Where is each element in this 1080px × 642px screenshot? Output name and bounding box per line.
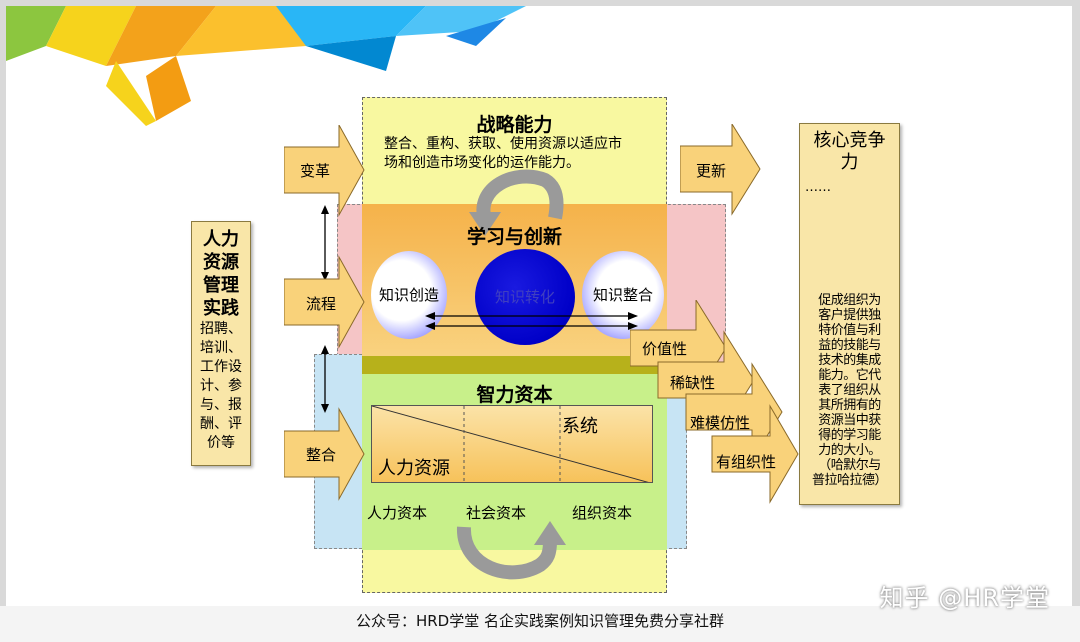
strategy-description: 整合、重构、获取、使用资源以适应市 场和创造市场变化的运作能力。 xyxy=(384,135,666,173)
renew-arrow-shape xyxy=(680,124,761,216)
hr-practice-items: 招聘、 培训、 工作设 计、参 与、报 酬、评 价等 xyxy=(192,320,250,453)
capital-human: 人力资本 xyxy=(367,504,428,522)
attr-rarity: 稀缺性 xyxy=(670,374,716,392)
hr-title-line: 资源 xyxy=(203,252,239,273)
hr-item-line: 招聘、 xyxy=(200,321,242,337)
core-desc-line: 能力。它代 xyxy=(818,368,881,383)
core-competence-box: 核心竞争 力 …… 促成组织为 客户提供独 特价值与利 益的技能与 技术的集成 … xyxy=(799,123,900,505)
orb-knowledge-creation: 知识创造 xyxy=(371,251,447,339)
hr-practice-title: 人力 资源 管理 实践 xyxy=(192,222,250,320)
hr-label: 人力资源 xyxy=(378,458,450,479)
hr-item-line: 计、参 xyxy=(200,378,242,394)
strategy-desc-line: 场和创造市场变化的运作能力。 xyxy=(384,155,580,171)
attr-organization: 有组织性 xyxy=(716,453,777,471)
orb-knowledge-transfer: 知识转化 xyxy=(475,249,575,345)
left-vertical-arrows xyxy=(321,205,329,413)
core-desc-line: 技术的集成 xyxy=(818,353,881,368)
hr-item-line: 与、报 xyxy=(200,397,242,413)
orb-knowledge-integration: 知识整合 xyxy=(582,251,664,339)
footer: 公众号：HRD学堂 名企实践案例知识管理免费分享社群 xyxy=(0,606,1080,642)
core-competence-description: 促成组织为 客户提供独 特价值与利 益的技能与 技术的集成 能力。它代 表了组织… xyxy=(800,293,899,488)
core-title-line: 核心竞争 xyxy=(813,130,886,151)
attribute-arrow-shapes xyxy=(630,300,799,504)
learning-title: 学习与创新 xyxy=(466,226,562,248)
strategy-title: 战略能力 xyxy=(476,114,553,136)
core-desc-line: 力的大小。 xyxy=(818,443,881,458)
watermark: 知乎 @HR学堂 xyxy=(879,584,1050,612)
cycle-arrow-top xyxy=(469,169,564,236)
core-desc-line: 客户提供独 xyxy=(818,308,881,323)
hr-title-line: 人力 xyxy=(203,229,239,250)
system-box: 系统 人力资源 xyxy=(371,405,653,483)
core-desc-line: 益的技能与 xyxy=(818,338,881,353)
hr-item-line: 培训、 xyxy=(200,340,242,356)
capital-social: 社会资本 xyxy=(466,504,527,522)
arrow-process: 流程 xyxy=(306,295,337,313)
hr-item-line: 酬、评 xyxy=(200,416,242,432)
hr-item-line: 价等 xyxy=(207,435,235,451)
core-competence-ellipsis: …… xyxy=(805,180,831,195)
knowledge-flow-arrows xyxy=(425,312,638,330)
capital-organizational: 组织资本 xyxy=(572,504,633,522)
attr-value: 价值性 xyxy=(642,340,688,358)
core-desc-line: 促成组织为 xyxy=(818,293,881,308)
capital-title: 智力资本 xyxy=(476,384,553,406)
system-box-lines xyxy=(372,406,649,482)
hr-practice-box: 人力 资源 管理 实践 招聘、 培训、 工作设 计、参 与、报 酬、评 价等 xyxy=(191,221,251,466)
hr-title-line: 实践 xyxy=(203,298,239,319)
strategy-desc-line: 整合、重构、获取、使用资源以适应市 xyxy=(384,136,622,152)
hr-item-line: 工作设 xyxy=(200,359,242,375)
core-desc-line: 表了组织从 xyxy=(818,383,881,398)
attr-inimitability: 难模仿性 xyxy=(690,414,751,432)
cycle-arrow-bottom xyxy=(457,521,566,580)
divider-strip xyxy=(362,356,667,374)
left-arrow-shapes xyxy=(284,125,365,501)
system-label: 系统 xyxy=(562,416,598,437)
arrow-renew: 更新 xyxy=(696,162,727,180)
core-desc-line: 其所拥有的 xyxy=(818,398,881,413)
core-competence-title: 核心竞争 力 xyxy=(800,124,899,174)
arrow-reform: 变革 xyxy=(300,162,331,180)
core-desc-line: （哈默尔与 xyxy=(818,458,881,473)
arrow-integration: 整合 xyxy=(306,446,337,464)
decorative-polygons xyxy=(6,6,526,126)
core-desc-line: 普拉哈拉德） xyxy=(811,473,888,488)
core-desc-line: 特价值与利 xyxy=(818,323,881,338)
core-title-line: 力 xyxy=(840,152,859,173)
core-desc-line: 得的学习能 xyxy=(818,428,881,443)
core-desc-line: 资源当中获 xyxy=(818,413,881,428)
hr-title-line: 管理 xyxy=(203,275,239,296)
